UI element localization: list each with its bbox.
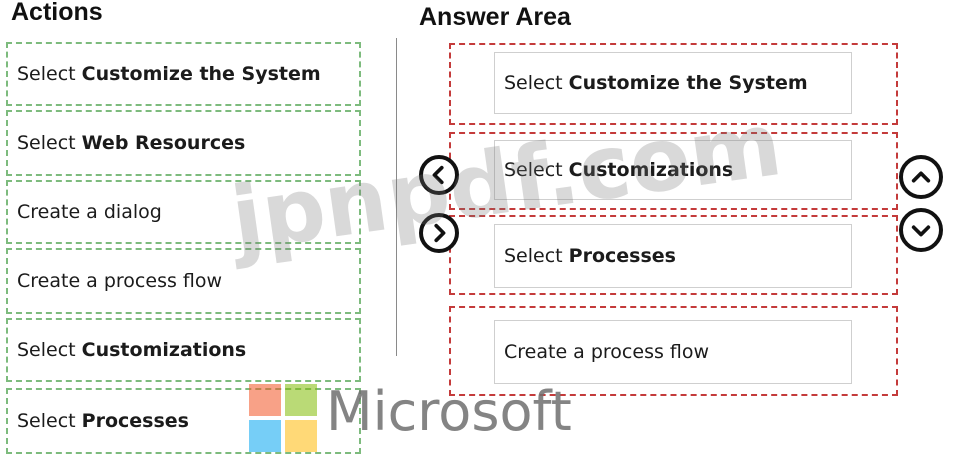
answer-item-bold: Customizations <box>568 159 734 181</box>
answer-item-prefix: Select <box>504 159 569 181</box>
action-item-prefix: Select <box>17 339 82 361</box>
action-item-web-resources[interactable]: Select Web Resources <box>6 110 361 176</box>
move-right-button[interactable] <box>419 213 459 253</box>
action-item-create-dialog[interactable]: Create a dialog <box>6 180 361 244</box>
answer-item-customizations[interactable]: Select Customizations <box>494 140 852 200</box>
panel-divider <box>396 38 397 356</box>
action-item-prefix: Select <box>17 410 82 432</box>
logo-square <box>285 420 317 452</box>
move-left-button[interactable] <box>419 155 459 195</box>
answer-slot[interactable] <box>449 306 898 396</box>
answer-item-prefix: Create a process flow <box>504 341 710 363</box>
answer-item-prefix: Select <box>504 245 569 267</box>
answer-area-heading: Answer Area <box>419 3 571 31</box>
answer-slot[interactable] <box>449 215 898 295</box>
answer-item-prefix: Select <box>504 72 569 94</box>
answer-item-bold: Customize the System <box>568 72 808 94</box>
action-item-create-process-flow[interactable]: Create a process flow <box>6 248 361 314</box>
microsoft-logo-icon <box>249 384 317 452</box>
answer-item-bold: Processes <box>568 245 676 267</box>
answer-item-customize-the-system[interactable]: Select Customize the System <box>494 52 852 114</box>
action-item-customize-the-system[interactable]: Select Customize the System <box>6 42 361 106</box>
action-item-bold: Web Resources <box>81 132 246 154</box>
action-item-bold: Customize the System <box>81 63 321 85</box>
move-up-button[interactable] <box>899 155 943 199</box>
action-item-prefix: Create a dialog <box>17 201 162 223</box>
action-item-customizations[interactable]: Select Customizations <box>6 318 361 382</box>
chevron-left-icon <box>432 165 444 185</box>
actions-heading: Actions <box>11 0 103 26</box>
chevron-down-icon <box>911 225 931 237</box>
chevron-right-icon <box>434 223 446 243</box>
action-item-prefix: Create a process flow <box>17 270 223 292</box>
logo-square <box>285 384 317 416</box>
action-item-bold: Processes <box>81 410 189 432</box>
chevron-up-icon <box>911 171 931 183</box>
action-item-prefix: Select <box>17 63 82 85</box>
action-item-prefix: Select <box>17 132 82 154</box>
logo-square <box>249 420 281 452</box>
move-down-button[interactable] <box>899 208 943 252</box>
answer-item-processes[interactable]: Select Processes <box>494 224 852 288</box>
logo-square <box>249 384 281 416</box>
action-item-bold: Customizations <box>81 339 247 361</box>
answer-item-create-process-flow[interactable]: Create a process flow <box>494 320 852 384</box>
answer-slot[interactable] <box>449 43 898 125</box>
